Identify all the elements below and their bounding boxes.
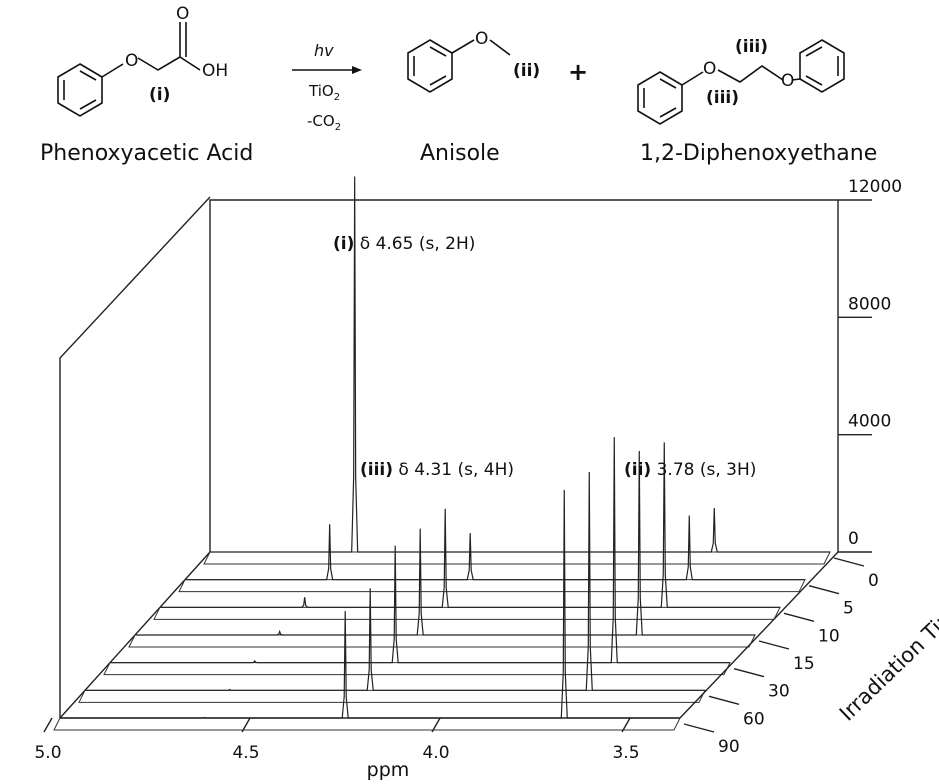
z-tick-mark (708, 695, 740, 706)
x-tick-mark (241, 717, 251, 733)
annotation-i: (i) δ 4.65 (s, 2H) (333, 234, 475, 254)
spectrum-ribbon (203, 551, 831, 565)
x-tick-label: 5.0 (34, 743, 61, 763)
spectra-stack (53, 176, 831, 731)
z-tick-label: 5 (843, 599, 854, 619)
reaction-arrow-head (352, 66, 362, 74)
plus-sign: + (568, 58, 588, 86)
diphenoxyethane-chain (681, 65, 784, 86)
z-tick-label: 30 (768, 682, 790, 702)
reactant-name: Phenoxyacetic Acid (40, 141, 253, 166)
spectrum-ribbon (128, 634, 756, 648)
y-tick-label: 0 (848, 529, 859, 549)
z-tick-mark (683, 723, 715, 733)
y-tick-label: 8000 (848, 294, 891, 314)
x-tick-mark (43, 717, 53, 733)
z-axis-label: Irradiation Time/ min (835, 556, 939, 726)
x-tick-label: 4.5 (232, 743, 259, 763)
anisole-name: Anisole (420, 141, 500, 166)
anisole-benzene-ring (407, 39, 453, 93)
z-tick-mark (733, 667, 765, 678)
z-tick-mark (758, 640, 790, 650)
spectrum-ribbon (153, 606, 781, 620)
reactant-label-i: (i) (149, 85, 170, 105)
condition-catalyst: TiO2 (308, 82, 340, 103)
z-tick-label: 0 (868, 571, 879, 591)
diphenoxyethane-label-iii-top: (iii) (735, 37, 768, 57)
reaction-scheme (57, 22, 845, 125)
x-tick-label: 3.5 (612, 743, 639, 763)
spectrum-ribbon (103, 662, 731, 676)
y-tick-label: 4000 (848, 412, 891, 432)
spectrum-line (210, 176, 830, 553)
spectrum-line (185, 515, 805, 581)
anisole-chain (451, 39, 511, 56)
reactant-oxygen: O (125, 51, 138, 71)
reactant-hydroxyl: OH (202, 61, 228, 81)
z-tick-label: 15 (793, 654, 815, 674)
spectrum-line (85, 471, 705, 691)
spectrum-ribbon (53, 717, 681, 731)
diphenoxyethane-right-ring (799, 39, 845, 93)
spectrum-line (110, 437, 730, 664)
anisole-oxygen: O (475, 29, 488, 49)
x-axis-label: ppm (367, 759, 410, 781)
reactant-benzene-ring (57, 63, 103, 117)
y-tick-label: 12000 (848, 177, 902, 197)
annotation-ii: (ii) 3.78 (s, 3H) (624, 460, 756, 480)
z-tick-mark (808, 584, 840, 595)
diphenoxyethane-left-ring (637, 71, 683, 125)
diphenoxyethane-oxygen-right: O (781, 71, 794, 91)
x-tick-label: 4.0 (422, 743, 449, 763)
anisole-label-ii: (ii) (513, 61, 540, 81)
x-tick-mark (621, 717, 631, 733)
z-tick-label: 60 (743, 709, 765, 729)
diphenoxyethane-label-iii-bottom: (iii) (706, 88, 739, 108)
x-tick-mark (431, 717, 441, 733)
spectrum-line (160, 442, 780, 608)
z-tick-mark (783, 612, 815, 623)
spectrum-line (135, 451, 755, 636)
spectrum-ribbon (78, 689, 706, 703)
diphenoxyethane-o-ring-bond (791, 78, 801, 81)
back-wall (209, 199, 839, 552)
condition-light: hv (314, 41, 334, 60)
diphenoxyethane-oxygen-left: O (703, 59, 716, 79)
annotation-iii: (iii) δ 4.31 (s, 4H) (360, 460, 514, 480)
left-wall (59, 196, 211, 718)
condition-loss: -CO2 (307, 112, 341, 133)
reactant-carbonyl-oxygen: O (176, 4, 189, 24)
z-axis-line (679, 551, 839, 719)
spectrum-ribbon (178, 579, 806, 593)
diphenoxyethane-name: 1,2-Diphenoxyethane (640, 141, 877, 166)
z-tick-label: 10 (818, 626, 840, 646)
reactant-chain (101, 22, 201, 78)
z-tick-label: 90 (718, 737, 740, 757)
z-tick-mark (833, 557, 865, 567)
